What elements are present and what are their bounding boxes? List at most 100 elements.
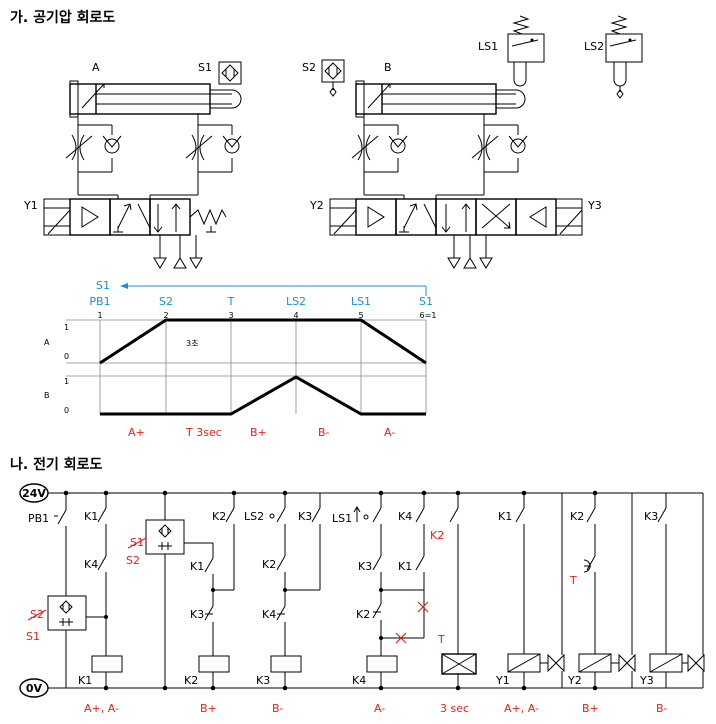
timer-t-coil-icon — [441, 653, 477, 675]
sensor-s2-icon — [321, 59, 345, 97]
k3-y3-contact-label: K3 — [644, 510, 658, 523]
delay-note: 3초 — [186, 339, 198, 348]
step-number-1: 1 — [97, 311, 102, 320]
step-number-3: 3 — [228, 311, 233, 320]
row-a-level-1: 1 — [64, 323, 69, 332]
coil-k1-label: K1 — [78, 674, 92, 687]
step-number-2: 2 — [163, 311, 168, 320]
coil-k2 — [198, 655, 230, 673]
valve-y2-label: Y2 — [309, 199, 324, 212]
ls1-contact-label: LS1 — [332, 512, 352, 525]
solenoid-y3-label: Y3 — [639, 674, 654, 687]
k2-contact-label: K2 — [212, 510, 226, 523]
coil-k4 — [366, 655, 398, 673]
sensor-s1-label-electric: S1 — [26, 630, 40, 643]
row-a-level-0: 0 — [64, 352, 69, 361]
row-b-level-1: 1 — [64, 377, 69, 386]
pneumatic-title: 가. 공기압 회로도 — [10, 10, 115, 26]
valve-y1 — [43, 195, 227, 269]
limit-switch-ls2-label: LS2 — [584, 40, 604, 53]
sensor-s1-icon — [218, 61, 242, 85]
k3-contact-label: K3 — [190, 608, 204, 621]
flow-control-a-right — [185, 124, 242, 173]
lamp-y2-icon — [618, 653, 636, 673]
cylinder-a — [69, 80, 242, 118]
limit-switch-ls1-icon — [507, 15, 545, 87]
flow-control-b-left — [351, 124, 408, 173]
timer-contact-label: T — [569, 574, 577, 587]
coil-k1 — [91, 655, 123, 673]
coil-k2-label: K2 — [184, 674, 198, 687]
sensor-s2-label: S2 — [302, 61, 316, 74]
k2-timer-contact-label: K2 — [430, 529, 444, 542]
k1-contact-label-3: K1 — [398, 560, 412, 573]
electric-title: 나. 전기 회로도 — [10, 456, 102, 473]
timing-signal-ls2: LS2 — [286, 295, 306, 308]
rung-7-function: B+ — [582, 702, 599, 715]
cylinder-b-trace — [100, 375, 426, 416]
removed-wire-x-mark-icon — [417, 601, 429, 613]
step-number-6: 6=1 — [420, 311, 437, 320]
limit-switch-ls1-label: LS1 — [478, 40, 498, 53]
rung-6-function: A+, A- — [504, 702, 539, 715]
k2-contact-label-2: K2 — [262, 558, 276, 571]
phase-timer: T 3sec — [185, 426, 222, 439]
timing-signal-ls1: LS1 — [351, 295, 371, 308]
flow-control-b-right — [471, 124, 528, 173]
timer-contact-icon — [583, 555, 596, 573]
timer-t-label: T — [437, 633, 445, 646]
coil-k3 — [270, 655, 302, 673]
k2-contact-label-3: K2 — [356, 608, 370, 621]
ls2-contact-label: LS2 — [244, 510, 264, 523]
timing-signal-s1: S1 — [419, 295, 433, 308]
lamp-y1-icon — [547, 653, 565, 673]
valve-y1-label: Y1 — [23, 199, 38, 212]
removed-wire-x-mark-2-icon — [395, 632, 407, 644]
cylinder-b — [355, 80, 526, 118]
pb1-label: PB1 — [28, 512, 49, 525]
k4-hold-label: K4 — [398, 510, 412, 523]
valve-y2-y3 — [329, 195, 583, 269]
rung-2-function: B+ — [200, 702, 217, 715]
solenoid-y1-label: Y1 — [495, 674, 510, 687]
electric-circuit: 24V 0V PB1 S2 — [19, 483, 705, 715]
coil-k4-label: K4 — [352, 674, 366, 687]
rung-8-function: B- — [656, 702, 668, 715]
sensor-s1-label: S1 — [198, 61, 212, 74]
limit-switch-ls2-icon — [605, 15, 643, 99]
timing-row-a: A — [44, 338, 50, 347]
cylinder-a-label: A — [92, 61, 100, 74]
rail-24v-label: 24V — [22, 487, 46, 500]
rung-5-function: 3 sec — [440, 702, 469, 715]
flow-control-a-left — [65, 124, 122, 173]
lamp-y3-icon — [687, 653, 705, 673]
step-number-4: 4 — [293, 311, 298, 320]
rung-4-function: A- — [374, 702, 385, 715]
rail-0v-label: 0V — [26, 682, 43, 695]
displacement-step-diagram: S1 PB1 S2 T LS2 LS1 S1 1 2 3 4 5 6=1 A B… — [44, 279, 436, 439]
k1-contact-label-2: K1 — [190, 560, 204, 573]
timing-row-b: B — [44, 391, 50, 400]
k4-contact-label: K4 — [84, 558, 98, 571]
phase-a-minus: A- — [384, 426, 395, 439]
phase-b-minus: B- — [318, 426, 330, 439]
timing-signal-pb1: PB1 — [89, 295, 110, 308]
k1-contact-label: K1 — [84, 510, 98, 523]
row-b-level-0: 0 — [64, 406, 69, 415]
timing-signal-t: T — [227, 295, 235, 308]
step-number-5: 5 — [358, 311, 363, 320]
timing-return-arrow-icon — [120, 283, 128, 289]
k4-contact-label-2: K4 — [262, 608, 276, 621]
coil-k3-label: K3 — [256, 674, 270, 687]
timing-arrow-label: S1 — [96, 279, 110, 292]
solenoid-y2-label: Y2 — [567, 674, 582, 687]
k2-y2-contact-label: K2 — [570, 510, 584, 523]
k1-y1-contact-label: K1 — [498, 510, 512, 523]
sensor-s2-label-electric: S2 — [126, 554, 140, 567]
phase-a-plus: A+ — [128, 426, 145, 439]
rung-3-function: B- — [272, 702, 284, 715]
rung-1-function: A+, A- — [84, 702, 119, 715]
pneumatic-circuit: A S1 — [23, 15, 643, 269]
cylinder-a-trace — [99, 318, 427, 365]
